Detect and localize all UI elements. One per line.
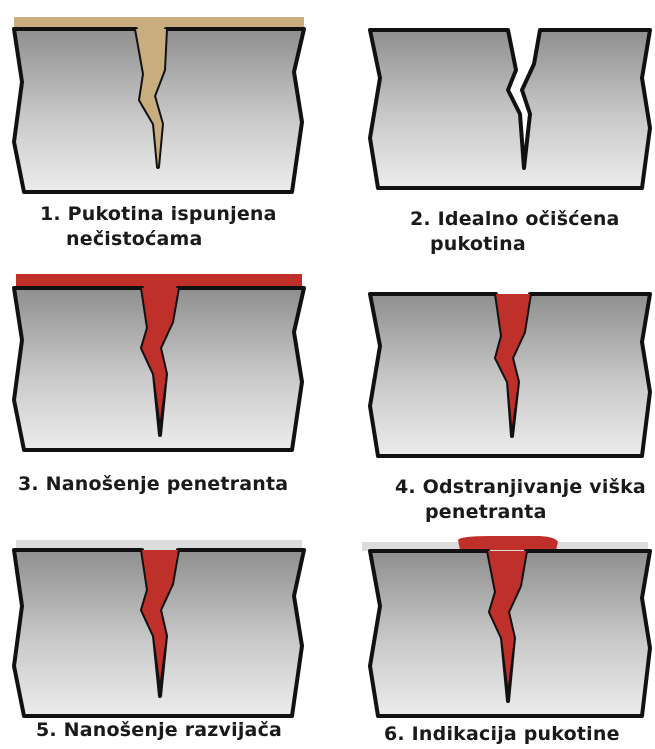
caption-step-6: 6. Indikacija pukotine bbox=[384, 722, 620, 747]
caption-2-line-2: pukotina bbox=[410, 232, 620, 257]
caption-2-line-1: 2. Idealno očišćena bbox=[410, 207, 620, 232]
panel-6-crack-indication bbox=[360, 536, 650, 716]
panel-4-excess-removed bbox=[360, 286, 650, 456]
crack-diagram-indication bbox=[360, 536, 650, 716]
indication-bleed bbox=[458, 536, 558, 550]
penetrant-layer bbox=[16, 274, 302, 288]
panel-3-penetrant-applied bbox=[14, 270, 304, 450]
caption-4-line-1: 4. Odstranjivanje viška bbox=[395, 475, 646, 500]
panel-2-clean-crack bbox=[360, 18, 650, 188]
caption-step-2: 2. Idealno očišćena pukotina bbox=[410, 207, 620, 257]
crack-diagram-dirt bbox=[14, 12, 304, 192]
crack-diagram-penetrant bbox=[14, 270, 304, 450]
caption-4-line-2: penetranta bbox=[395, 500, 646, 525]
caption-step-5: 5. Nanošenje razvijača bbox=[36, 718, 282, 743]
caption-step-1: 1. Pukotina ispunjena nečistoćama bbox=[40, 202, 277, 252]
panel-1-dirt-filled-crack bbox=[14, 12, 304, 192]
caption-1-line-2: nečistoćama bbox=[40, 227, 277, 252]
panel-5-developer-applied bbox=[14, 536, 304, 716]
crack-diagram-excess-removed bbox=[360, 286, 650, 456]
caption-3-line-1: 3. Nanošenje penetranta bbox=[18, 472, 288, 497]
caption-5-line-1: 5. Nanošenje razvijača bbox=[36, 718, 282, 743]
crack-diagram-clean bbox=[360, 18, 650, 188]
caption-1-line-1: 1. Pukotina ispunjena bbox=[40, 202, 277, 227]
metal-specimen bbox=[370, 30, 650, 188]
caption-6-line-1: 6. Indikacija pukotine bbox=[384, 722, 620, 747]
crack-diagram-developer bbox=[14, 536, 304, 716]
caption-step-3: 3. Nanošenje penetranta bbox=[18, 472, 288, 497]
caption-step-4: 4. Odstranjivanje viška penetranta bbox=[395, 475, 646, 525]
